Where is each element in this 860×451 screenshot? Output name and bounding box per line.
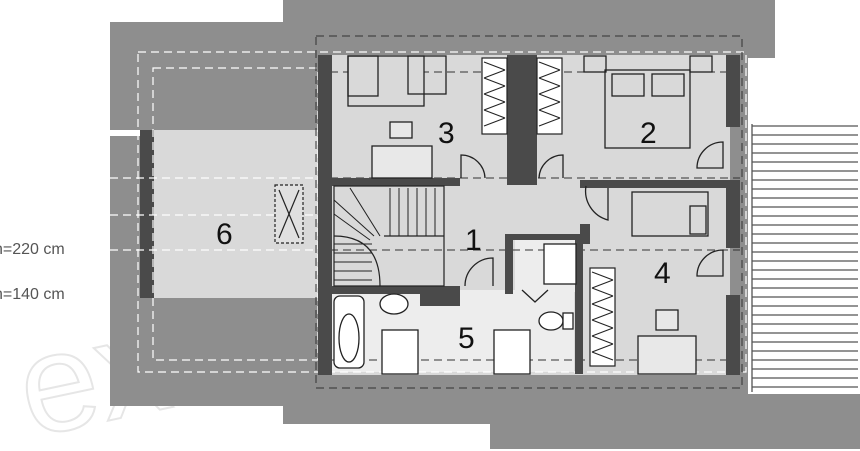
room-label-6: 6: [216, 218, 233, 251]
room-2-bed: [583, 55, 713, 149]
left-window-top: [110, 130, 140, 136]
wardrobes: [481, 57, 616, 367]
wardrobe-hangers: [483, 61, 614, 361]
room-label-4: 4: [654, 257, 671, 290]
room-6-wall: [140, 130, 154, 298]
bathroom-fixtures: [333, 243, 577, 375]
balcony-stripes: [751, 124, 858, 392]
room-label-1: 1: [465, 224, 482, 257]
room-4-furniture: [631, 191, 709, 375]
height-label-140: h=140 cm: [0, 286, 65, 303]
room-label-3: 3: [438, 117, 455, 150]
room-label-2: 2: [640, 117, 657, 150]
room-3-furniture: [347, 55, 447, 179]
room-label-5: 5: [458, 322, 475, 355]
balcony: [748, 122, 860, 394]
doors: [460, 141, 724, 287]
skylight: [274, 184, 304, 244]
stair-treads: [333, 187, 436, 281]
height-label-220: h=220 cm: [0, 241, 65, 258]
walls: [318, 55, 740, 375]
staircase: [333, 185, 445, 287]
